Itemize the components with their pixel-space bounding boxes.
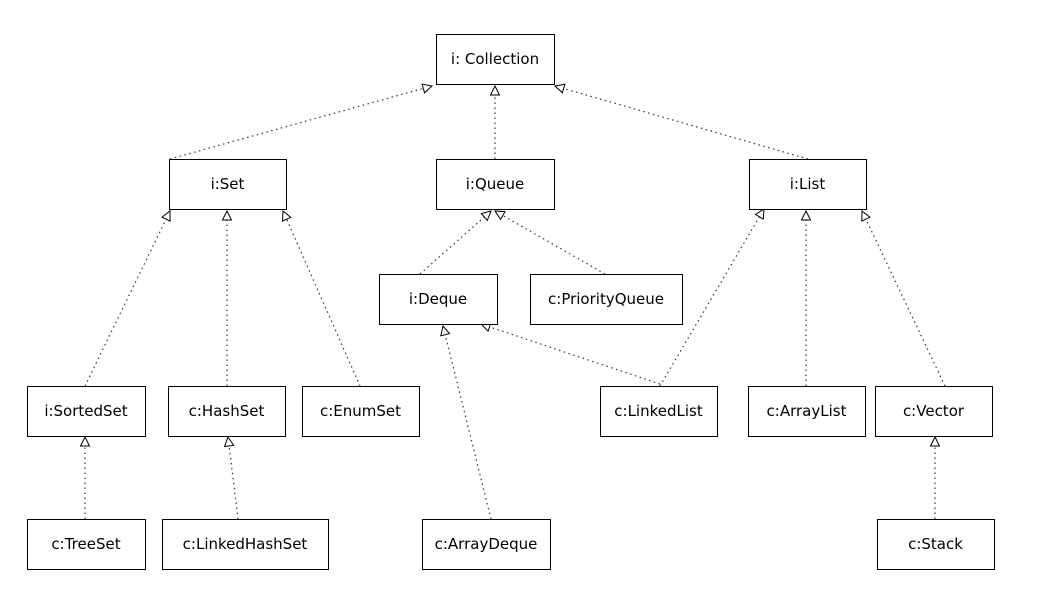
edge-line: [84, 218, 167, 387]
hollow-arrowhead-icon: [161, 209, 171, 222]
hollow-arrowhead-icon: [489, 84, 501, 96]
edge-line: [419, 216, 485, 275]
node-vector: c:Vector: [875, 386, 993, 437]
node-enumset: c:EnumSet: [302, 386, 420, 437]
hollow-arrowhead-icon: [861, 209, 871, 222]
hollow-arrowhead-icon: [221, 209, 233, 221]
node-list: i:List: [749, 159, 867, 210]
edge-treeset-to-sortedset: [79, 435, 91, 519]
node-label: c:PriorityQueue: [548, 290, 664, 308]
edge-queue-to-collection: [489, 84, 501, 159]
node-box: [27, 519, 146, 570]
node-box: [168, 386, 286, 437]
hollow-arrowhead-icon: [553, 83, 566, 94]
edge-line: [228, 445, 239, 520]
node-box: [169, 159, 287, 210]
hollow-arrowhead-icon: [421, 83, 434, 94]
node-set: i:Set: [169, 159, 287, 210]
node-linkedhashset: c:LinkedHashSet: [162, 519, 329, 570]
node-box: [162, 519, 329, 570]
node-label: i:Set: [211, 175, 245, 193]
node-label: i:Deque: [409, 290, 467, 308]
edge-linkedlist-to-deque: [479, 321, 661, 385]
edge-priorityqueue-to-queue: [494, 210, 606, 275]
node-box: [600, 386, 718, 437]
node-label: c:Vector: [903, 402, 965, 420]
edge-vector-to-list: [861, 209, 946, 387]
edge-line: [444, 334, 492, 520]
edge-line: [169, 87, 424, 160]
hollow-arrowhead-icon: [929, 435, 941, 447]
edge-line: [865, 218, 946, 387]
node-box: [436, 159, 555, 210]
edge-linkedhashset-to-hashset: [223, 435, 239, 520]
node-box: [877, 519, 995, 570]
node-label: c:ArrayDeque: [435, 535, 538, 553]
node-box: [748, 386, 866, 437]
hollow-arrowhead-icon: [281, 209, 292, 222]
node-label: i: Collection: [451, 50, 539, 68]
hollow-arrowhead-icon: [223, 435, 235, 448]
node-label: c:TreeSet: [51, 535, 120, 553]
node-queue: i:Queue: [436, 159, 555, 210]
edge-stack-to-vector: [929, 435, 941, 519]
node-label: c:EnumSet: [320, 402, 401, 420]
node-box: [379, 274, 498, 325]
node-label: i:SortedSet: [44, 402, 127, 420]
node-box: [302, 386, 420, 437]
node-label: i:Queue: [466, 175, 525, 193]
class-nodes: i: Collection i:Set i:Queue i:List i:Deque c:…: [27, 34, 995, 570]
edge-line: [563, 87, 809, 160]
node-box: [436, 34, 555, 85]
node-collection: i: Collection: [436, 34, 555, 85]
node-arraydeque: c:ArrayDeque: [422, 519, 551, 570]
hollow-arrowhead-icon: [754, 208, 765, 220]
edge-deque-to-queue: [419, 210, 492, 275]
node-label: c:LinkedList: [614, 402, 703, 420]
edge-line: [489, 326, 661, 385]
node-treeset: c:TreeSet: [27, 519, 146, 570]
node-label: c:ArrayList: [767, 402, 847, 420]
edge-linkedlist-to-list: [659, 208, 765, 387]
edge-line: [286, 218, 361, 387]
edge-arraylist-to-list: [800, 209, 812, 386]
node-label: c:LinkedHashSet: [183, 535, 308, 553]
hollow-arrowhead-icon: [800, 209, 812, 221]
edge-sortedset-to-set: [84, 209, 171, 387]
node-hashset: c:HashSet: [168, 386, 286, 437]
hollow-arrowhead-icon: [494, 210, 506, 221]
node-box: [422, 519, 551, 570]
node-deque: i:Deque: [379, 274, 498, 325]
edge-set-to-collection: [169, 83, 434, 160]
hollow-arrowhead-icon: [440, 324, 451, 337]
edge-hashset-to-set: [221, 209, 233, 386]
inheritance-edges: [79, 83, 946, 520]
node-priorityqueue: c:PriorityQueue: [530, 274, 683, 325]
hollow-arrowhead-icon: [480, 210, 492, 222]
node-box: [27, 386, 146, 437]
edge-enumset-to-set: [281, 209, 361, 387]
node-label: c:HashSet: [189, 402, 265, 420]
node-sortedset: i:SortedSet: [27, 386, 146, 437]
node-arraylist: c:ArrayList: [748, 386, 866, 437]
edge-list-to-collection: [553, 83, 809, 160]
node-label: c:Stack: [908, 535, 963, 553]
node-box: [749, 159, 867, 210]
node-box: [530, 274, 683, 325]
hollow-arrowhead-icon: [79, 435, 91, 447]
node-stack: c:Stack: [877, 519, 995, 570]
edge-line: [502, 214, 606, 275]
node-label: i:List: [790, 175, 826, 193]
edge-arraydeque-to-deque: [440, 324, 492, 520]
node-linkedlist: c:LinkedList: [600, 386, 718, 437]
node-box: [875, 386, 993, 437]
